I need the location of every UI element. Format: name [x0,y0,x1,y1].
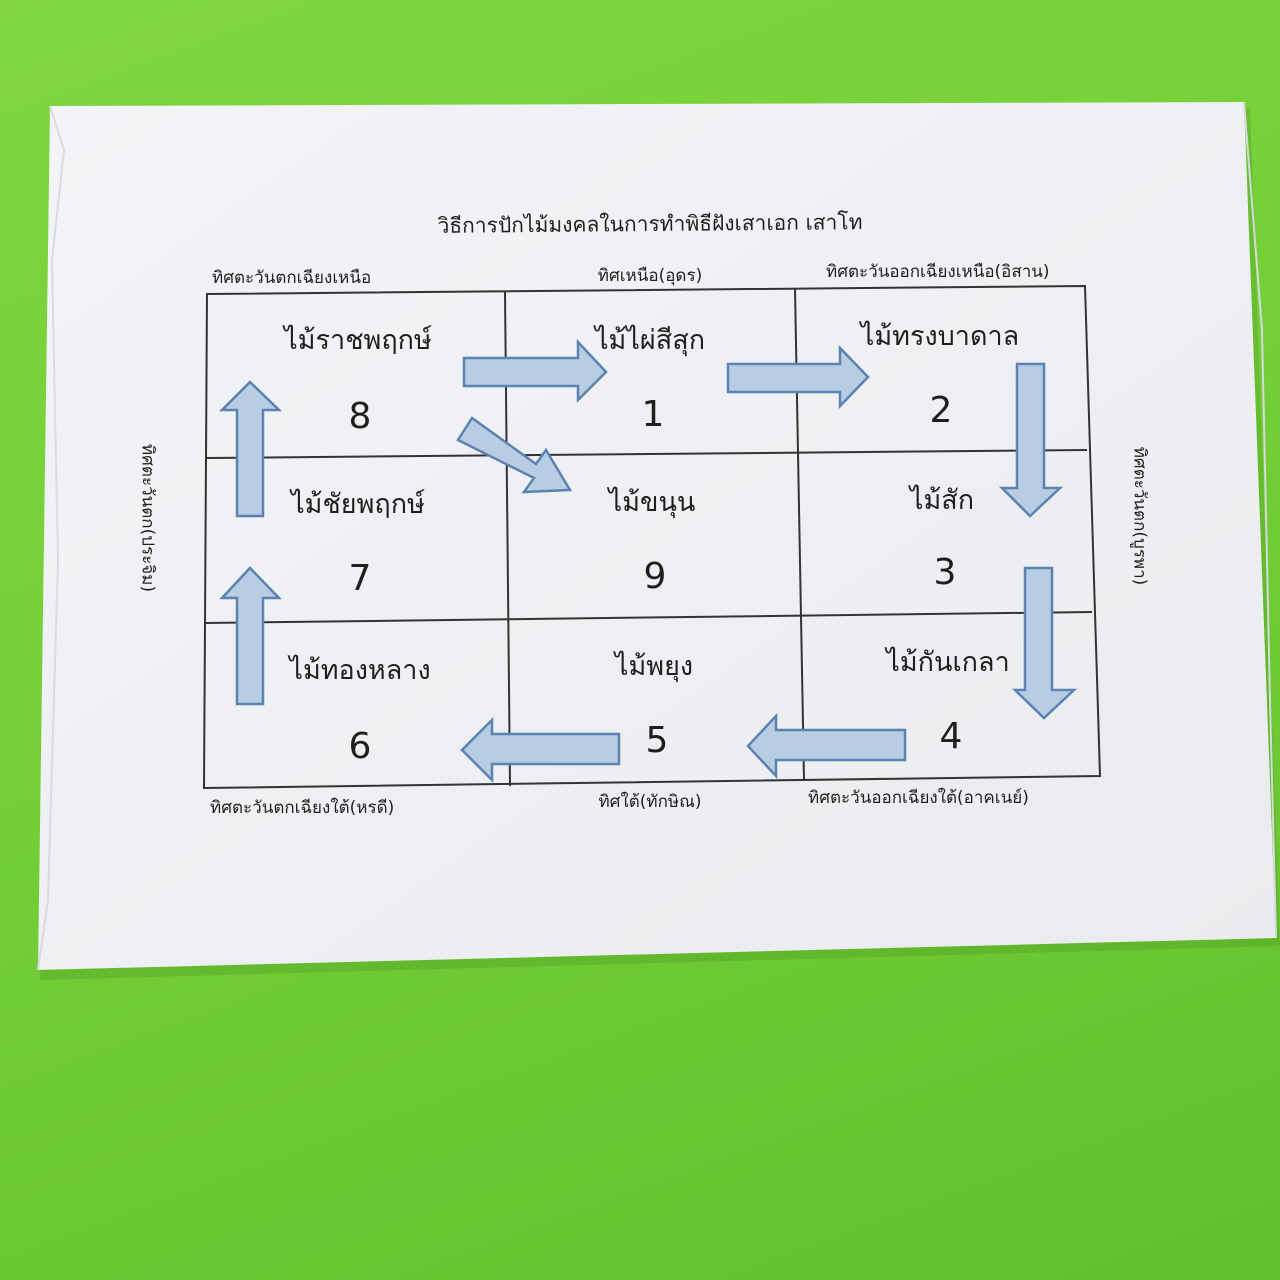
direction-east-label: ทิศตะวันตก(บูรพา) [1129,446,1150,586]
cell-name-8: ไม้ราชพฤกษ์ [284,325,432,356]
arrow-4-to-5-icon [746,712,907,780]
paper-fold-right [1243,101,1277,939]
direction-north-east-label: ทิศตะวันออกเฉียงเหนือ(อิสาน) [826,262,1050,282]
direction-south-label: ทิศใต้(ทักษิณ) [598,792,702,812]
arrow-2-to-3-icon [998,362,1064,518]
cell-name-9: ไม้ขนุน [608,487,696,518]
arrow-3-to-4-icon [1011,566,1078,720]
arrow-8-to-9-icon [456,416,573,494]
cell-name-5: ไม้พยุง [614,651,694,682]
cell-name-4: ไม้กันเกลา [886,647,1010,678]
arrow-8-to-1-icon [462,338,608,404]
cell-name-6: ไม้ทองหลาง [289,655,431,686]
cell-number-7: 7 [348,558,372,599]
direction-south-west-label: ทิศตะวันตกเฉียงใต้(หรดี) [210,798,395,818]
cell-name-7: ไม้ชัยพฤกษ์ [291,489,425,520]
direction-west-label: ทิศตะวันตก(ประจิม) [137,443,158,593]
cell-number-9: 9 [643,556,667,597]
direction-north-west-label: ทิศตะวันตกเฉียงเหนือ [212,268,372,288]
grid-row-line-1 [206,449,1088,459]
paper-fold-left [37,105,66,971]
cell-number-3: 3 [933,552,957,593]
cell-number-6: 6 [348,726,372,767]
arrow-5-to-6-icon [460,716,621,784]
arrow-1-to-2-icon [726,344,870,410]
cell-name-3: ไม้สัก [909,485,975,516]
cell-number-5: 5 [645,720,669,761]
cell-number-1: 1 [641,394,665,435]
page-title: วิธีการปักไม้มงคลในการทำพิธีฝังเสาเอก เส… [437,210,863,238]
paper-sheet [38,102,1276,970]
cell-number-2: 2 [929,390,953,431]
direction-north-label: ทิศเหนือ(อุดร) [597,266,703,286]
cell-number-8: 8 [348,396,372,437]
grid-outline [202,284,1102,790]
cell-name-1: ไม้ไผ่สีสุก [594,325,706,356]
cell-name-2: ไม้ทรงบาดาล [860,321,1020,352]
grid-row-line-2 [205,611,1093,624]
cell-number-4: 4 [939,716,963,757]
arrow-7-to-8-icon [218,380,283,518]
arrow-6-to-7-icon [219,566,282,706]
direction-south-east-label: ทิศตะวันออกเฉียงใต้(อาคเนย์) [808,788,1029,808]
